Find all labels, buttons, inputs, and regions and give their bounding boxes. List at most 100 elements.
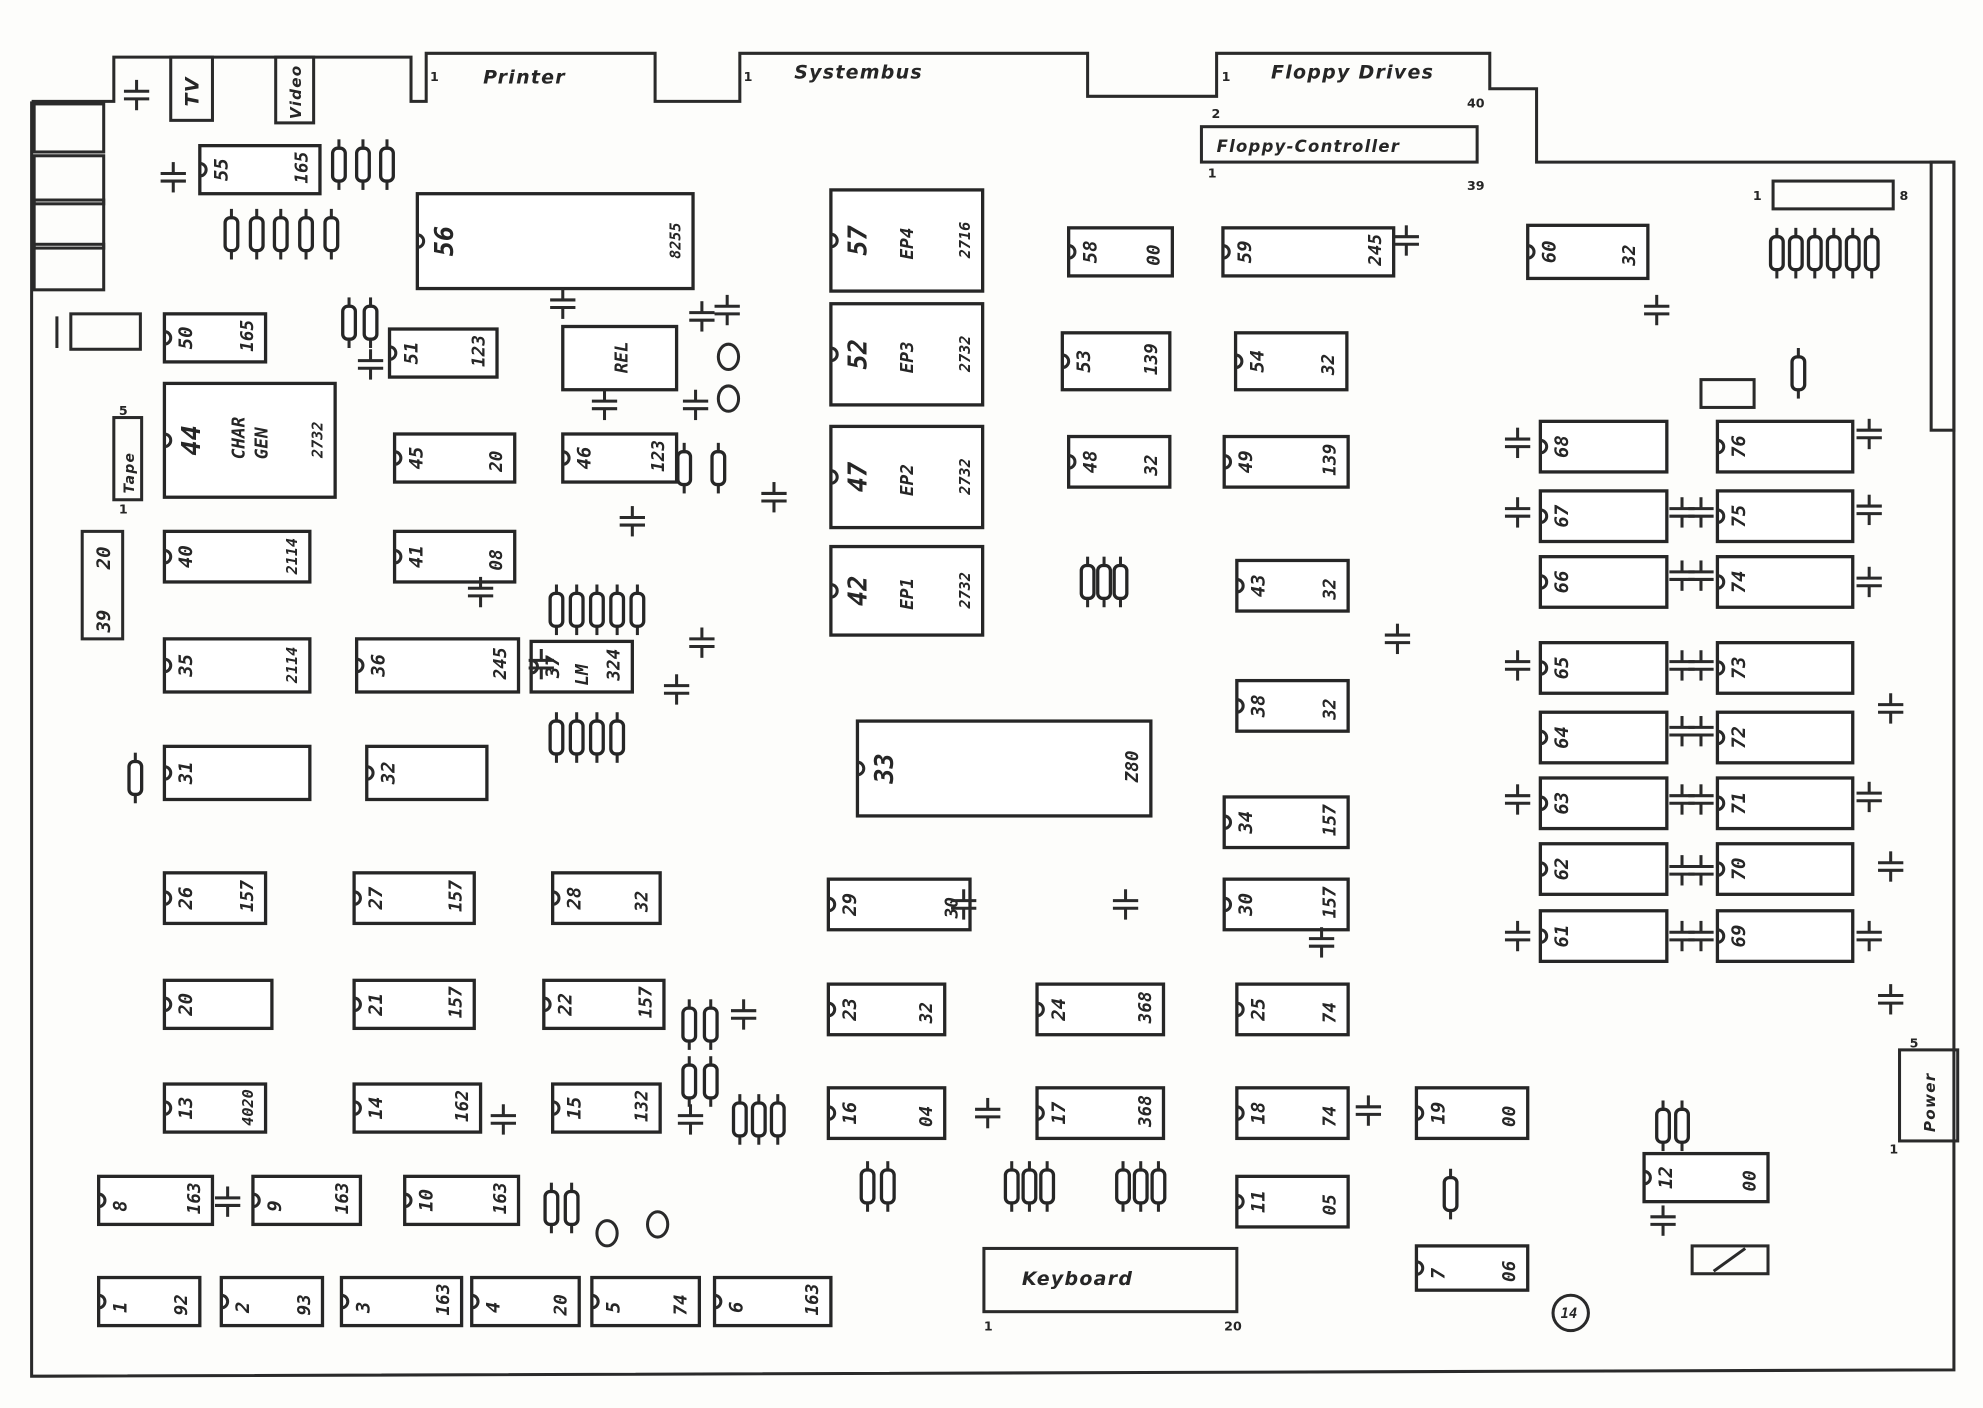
power-connector[interactable]: Power 5 1 — [1889, 1035, 1960, 1157]
ic-31[interactable]: 31 — [162, 744, 312, 802]
ic-number: 15 — [563, 1097, 585, 1120]
ic-20[interactable]: 20 — [162, 978, 274, 1031]
resistor-icon — [1039, 1161, 1056, 1212]
ic-62[interactable]: 62 — [1538, 842, 1669, 896]
ic-body — [829, 544, 985, 637]
resistor-icon — [859, 1161, 876, 1212]
ic-71[interactable]: 71 — [1715, 776, 1855, 831]
resistor-icon — [769, 1094, 786, 1145]
capacitor-icon — [1669, 650, 1695, 681]
pin1-notch-icon — [1540, 660, 1549, 676]
ic-32[interactable]: 32 — [365, 744, 489, 802]
pin1-notch-icon — [1223, 896, 1233, 913]
ic-61[interactable]: 61 — [1538, 909, 1669, 964]
ic-68[interactable]: 68 — [1538, 419, 1669, 474]
pin-label: 8 — [1900, 188, 1909, 203]
ic-number: 17 — [1048, 1101, 1070, 1124]
ic-number: 71 — [1728, 792, 1750, 815]
ic-64[interactable]: 64 — [1538, 710, 1669, 765]
ic-65[interactable]: 65 — [1538, 641, 1669, 695]
resistor-icon — [609, 584, 626, 636]
keyboard-connector[interactable]: Keyboard 1 20 — [982, 1246, 1242, 1334]
ic-63[interactable]: 63 — [1538, 776, 1669, 831]
ic-type: 139 — [1142, 343, 1162, 375]
resistor-icon — [681, 1056, 698, 1107]
ic-72[interactable]: 72 — [1715, 710, 1855, 765]
ic-type: 00 — [1145, 244, 1165, 265]
resistor-icon — [1021, 1161, 1038, 1212]
ic-type: 165 — [292, 152, 312, 184]
ic-number: 33 — [870, 753, 899, 784]
ic-body — [1233, 331, 1349, 392]
ic-body — [339, 1275, 464, 1328]
ic-66[interactable]: 66 — [1538, 555, 1669, 609]
ic-number: 69 — [1728, 925, 1750, 948]
ic-73[interactable]: 73 — [1715, 641, 1855, 695]
ic-67[interactable]: 67 — [1538, 489, 1669, 544]
ic-74[interactable]: 74 — [1715, 555, 1855, 609]
ic-70[interactable]: 70 — [1715, 842, 1855, 896]
ic-type: 32 — [1620, 244, 1640, 266]
ic-75[interactable]: 75 — [1715, 489, 1855, 544]
ic-69[interactable]: 69 — [1715, 909, 1855, 964]
ic-76[interactable]: 76 — [1715, 419, 1855, 474]
